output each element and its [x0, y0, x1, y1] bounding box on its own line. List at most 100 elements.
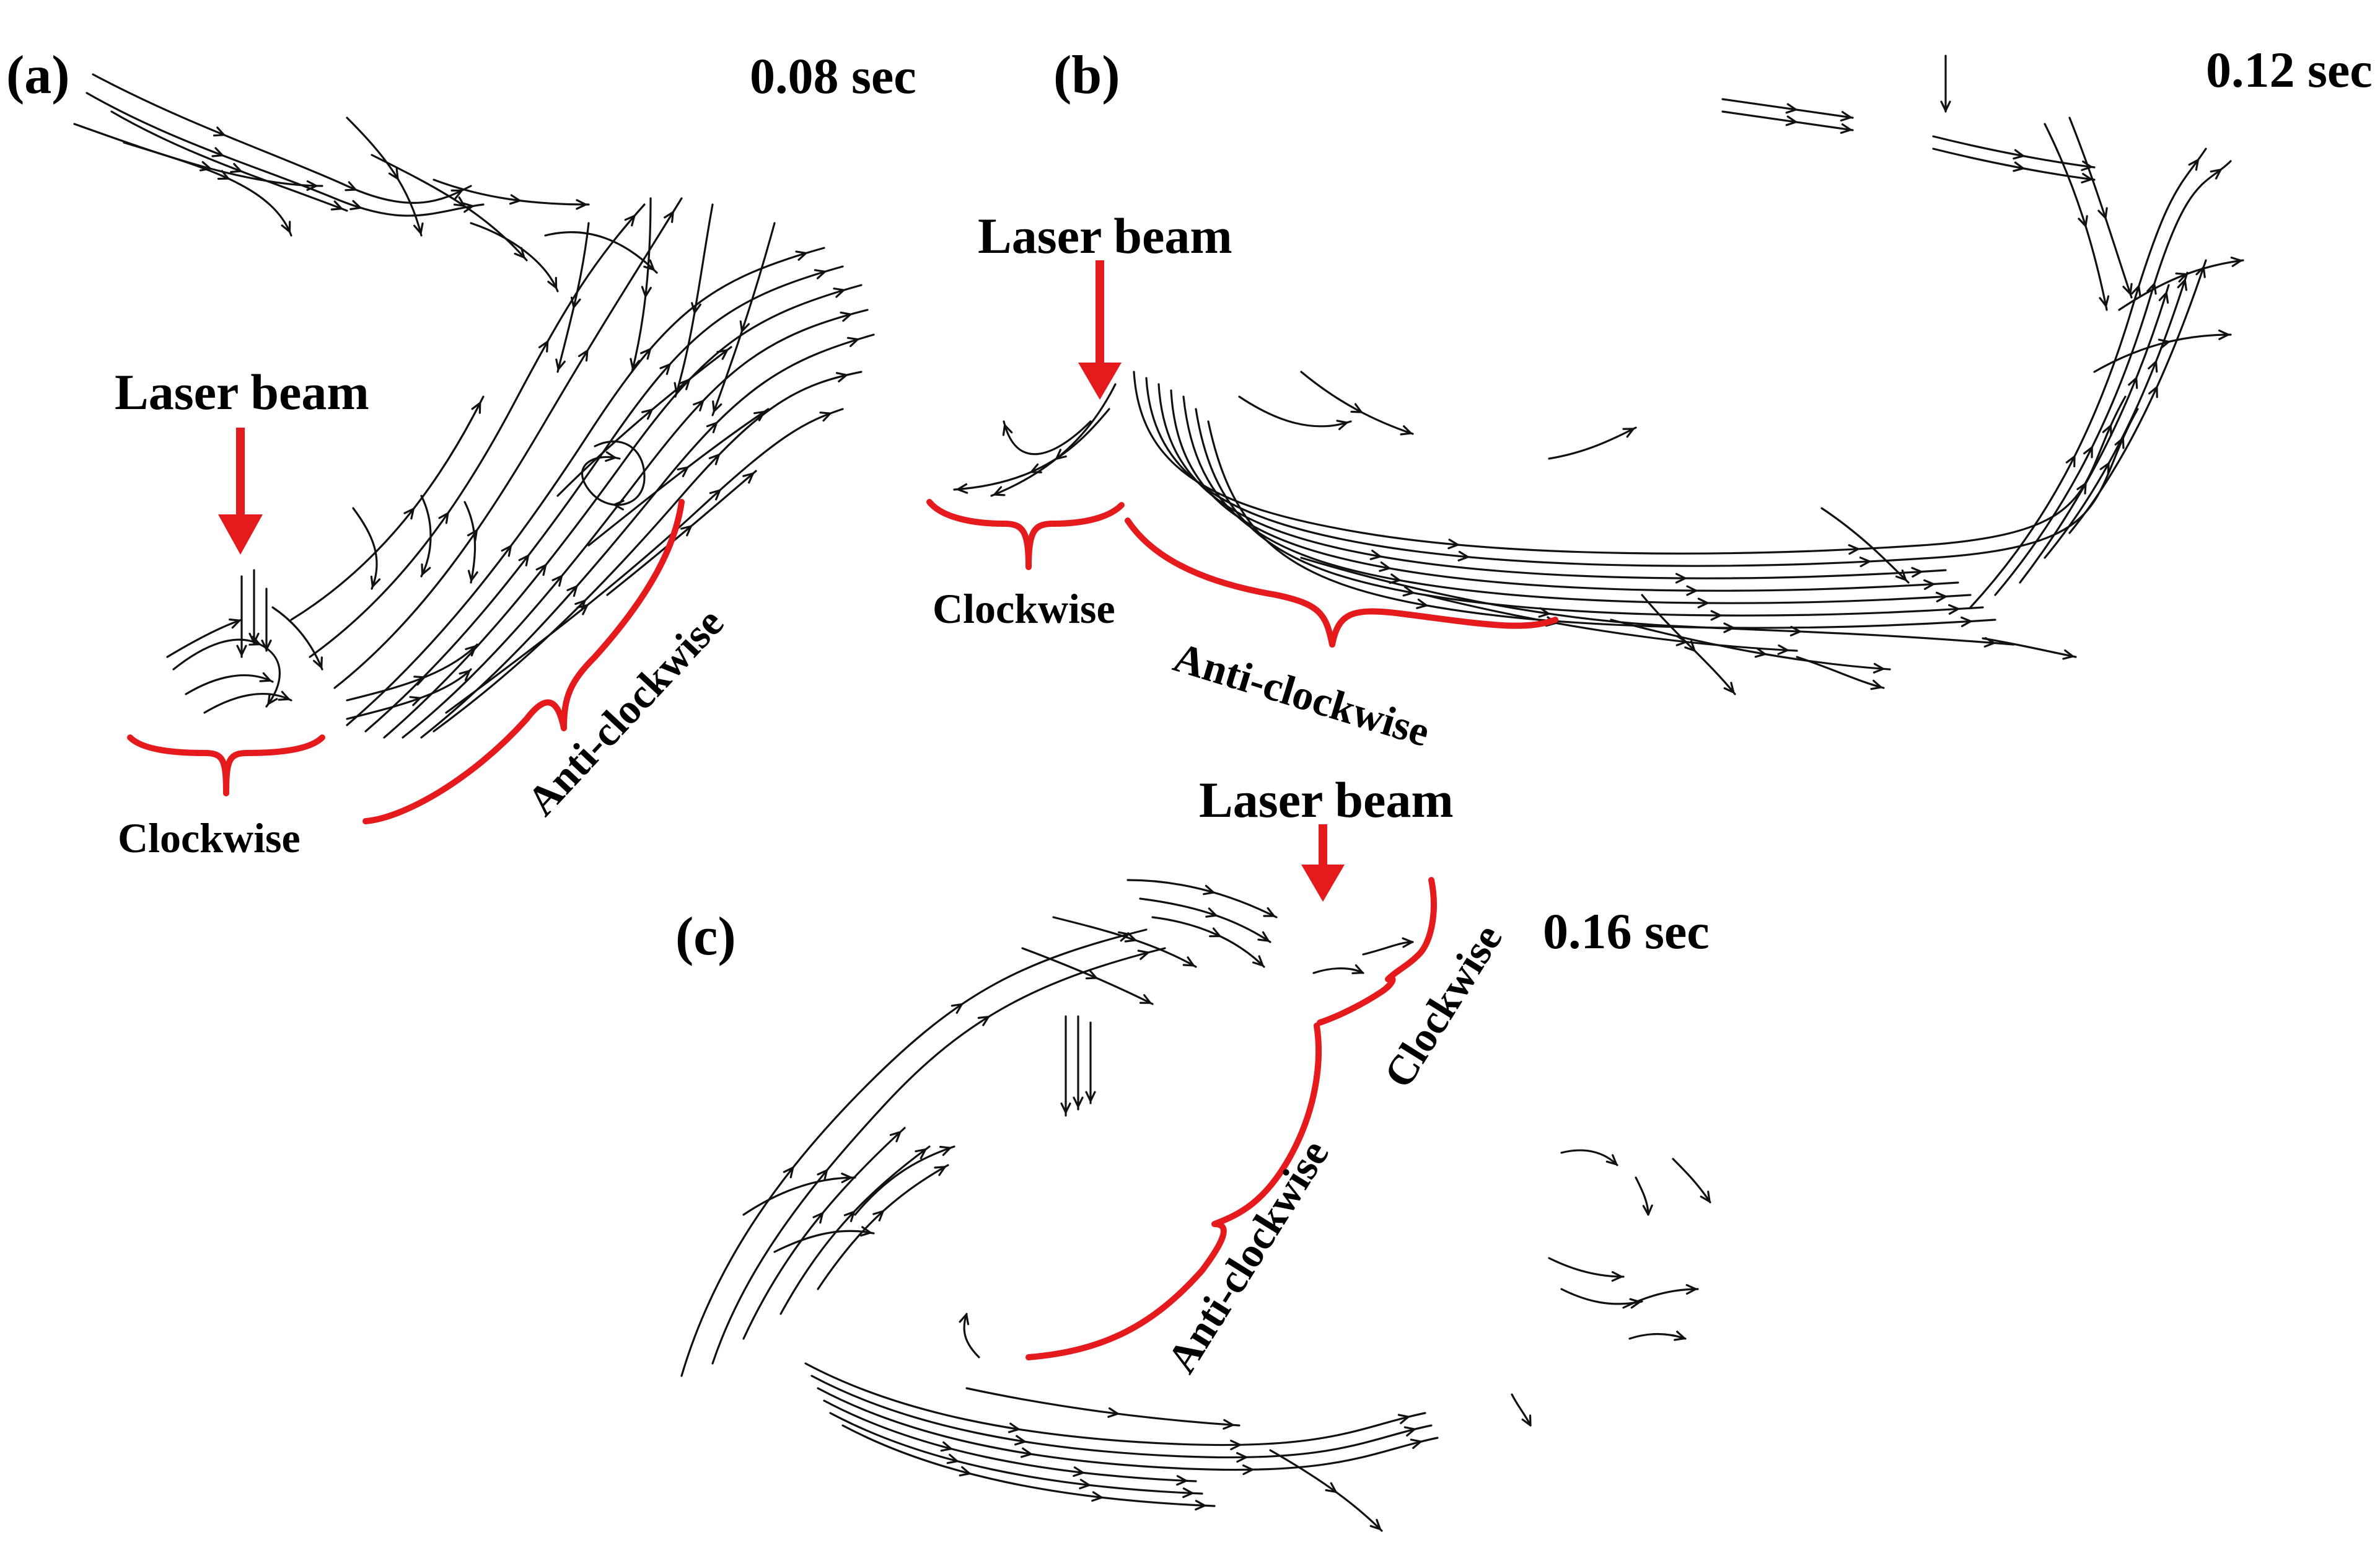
streamline-arrowhead: [1935, 591, 1947, 602]
streamline-arrowhead: [1457, 550, 1469, 561]
streamline: [817, 1164, 949, 1290]
streamline-arrowhead: [1014, 1435, 1026, 1446]
streamline-arrowhead: [680, 525, 692, 537]
streamline-arrowhead: [1447, 539, 1459, 550]
streamline-arrowhead: [1402, 937, 1413, 948]
streamline: [1126, 879, 1278, 918]
streamline-arrowhead: [578, 350, 589, 362]
streamline-arrowhead: [915, 1148, 927, 1160]
streamline-arrowhead: [1923, 579, 1935, 590]
streamline-arrowhead: [1895, 569, 1907, 581]
streamline-arrowhead: [840, 311, 852, 322]
panel-a-streamlines: [73, 73, 875, 739]
streamline-arrowhead: [1685, 1284, 1697, 1295]
panel-a-anticlockwise-brace: [362, 499, 685, 824]
streamline: [1641, 594, 1736, 695]
streamline-arrowhead: [413, 222, 424, 234]
streamline-arrowhead: [538, 340, 549, 353]
streamline-arrowhead: [1940, 100, 1951, 112]
streamline-arrowhead: [2230, 257, 2242, 267]
streamline-arrowhead: [1257, 931, 1270, 942]
streamline-arrowhead: [1223, 1419, 1234, 1430]
streamline-arrowhead: [934, 1166, 946, 1176]
streamline-arrowhead: [213, 126, 226, 137]
streamline-arrowhead: [1675, 635, 1687, 646]
streamline-arrowhead: [814, 269, 826, 280]
streamline-arrowhead: [2122, 283, 2133, 295]
streamline: [711, 947, 1166, 1365]
streamline: [1628, 1332, 1687, 1340]
streamline-arrowhead: [1948, 604, 1959, 615]
streamline-arrowhead: [817, 1169, 828, 1181]
streamline-arrowhead: [1091, 1491, 1103, 1502]
streamline-arrowhead: [421, 563, 431, 576]
streamline-arrowhead: [462, 202, 474, 213]
streamline: [1139, 897, 1271, 943]
panel-b-clockwise-brace: [926, 499, 1125, 570]
streamline-arrowhead: [795, 250, 807, 261]
streamline: [271, 606, 323, 671]
streamline-arrowhead: [1020, 1447, 1032, 1458]
streamline-arrowhead: [1605, 1154, 1618, 1166]
streamline: [810, 1375, 1433, 1459]
streamline-arrowhead: [1107, 1407, 1119, 1418]
streamline: [1548, 1257, 1625, 1278]
streamline-arrowhead: [518, 555, 530, 566]
streamline: [1635, 1176, 1649, 1216]
streamline: [309, 203, 646, 658]
streamline-arrowhead: [1416, 598, 1428, 609]
streamline-arrowhead: [2146, 283, 2157, 295]
streamline-arrowhead: [708, 454, 720, 465]
streamline-arrowhead: [641, 286, 652, 297]
streamline-arrowhead: [1686, 585, 1697, 596]
streamline-arrowhead: [236, 645, 247, 656]
streamline-arrowhead: [278, 690, 290, 701]
streamline-arrowhead: [2081, 161, 2092, 171]
panel-c-streamlines: [680, 879, 1711, 1532]
streamline: [817, 1387, 1439, 1471]
panel-a-laser-arrow: [218, 428, 263, 555]
streamline-arrowhead: [2013, 149, 2024, 160]
streamline: [829, 1412, 1203, 1495]
streamline: [587, 408, 770, 547]
streamline: [2044, 271, 2189, 559]
streamline: [1672, 1158, 1711, 1204]
streamline-arrowhead: [2062, 649, 2074, 660]
streamline-arrowhead: [959, 1466, 971, 1477]
streamline-arrowhead: [2114, 437, 2125, 449]
streamline: [823, 1399, 1197, 1482]
streamline-arrowhead: [2078, 215, 2088, 227]
streamline-arrowhead: [230, 162, 242, 174]
streamline-arrowhead: [555, 358, 566, 371]
streamline: [556, 222, 590, 373]
streamline-arrowhead: [1182, 956, 1195, 967]
streamline-arrowhead: [2148, 386, 2158, 399]
streamline-arrowhead: [1242, 1464, 1254, 1476]
streamline-arrowhead: [1700, 1191, 1711, 1203]
streamline-arrowhead: [450, 189, 463, 200]
streamline-arrowhead: [1629, 1298, 1641, 1309]
streamline-arrowhead: [2195, 266, 2206, 278]
streamline-arrowhead: [1983, 636, 1995, 648]
streamline-arrowhead: [349, 200, 362, 211]
panel-a-label: (a): [6, 45, 70, 105]
streamline-arrowhead: [739, 320, 750, 332]
streamline-arrowhead: [1203, 884, 1214, 896]
streamline-arrowhead: [2099, 295, 2110, 307]
streamline: [965, 1387, 1240, 1427]
streamline: [2093, 333, 2232, 373]
panel-b: (b) 0.12 sec: [926, 42, 2373, 755]
streamline-arrowhead: [471, 402, 481, 414]
streamline-arrowhead: [835, 372, 848, 382]
streamline-arrowhead: [1205, 907, 1218, 918]
streamline-arrowhead: [1611, 1271, 1623, 1282]
streamline-arrowhead: [1085, 1091, 1096, 1103]
streamline: [364, 265, 844, 733]
streamline-arrowhead: [514, 247, 525, 258]
panel-b-laser-arrow: [1078, 260, 1122, 400]
streamline-arrowhead: [819, 412, 832, 422]
streamline: [470, 222, 559, 293]
streamline-arrowhead: [1723, 682, 1735, 694]
streamline-arrowhead: [1961, 616, 1972, 627]
streamline-arrowhead: [1785, 115, 1798, 126]
